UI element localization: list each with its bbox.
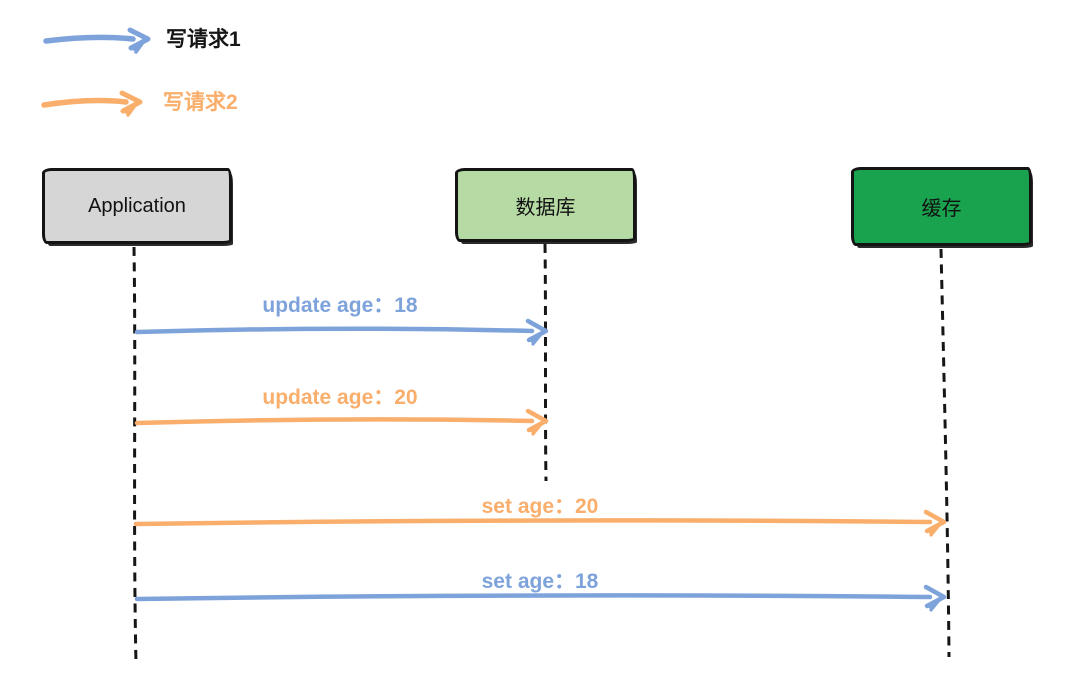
actor-box-application: Application bbox=[42, 168, 232, 244]
actor-label-application: Application bbox=[88, 194, 186, 217]
lifeline-application bbox=[132, 246, 138, 665]
message-arrow-set-age-18 bbox=[134, 584, 947, 612]
message-label-set-age-18: set age：18 bbox=[481, 570, 599, 593]
actor-label-cache: 缓存 bbox=[921, 198, 962, 220]
legend-arrow-write-request-2 bbox=[41, 90, 143, 117]
message-label-set-age-20: set age：20 bbox=[481, 495, 599, 518]
legend-label-write-request-1: 写请求1 bbox=[166, 28, 241, 51]
lifeline-cache bbox=[939, 248, 951, 658]
actor-box-cache: 缓存 bbox=[851, 167, 1032, 246]
actor-label-database: 数据库 bbox=[515, 196, 576, 219]
legend-label-write-request-2: 写请求2 bbox=[163, 91, 238, 114]
lifeline-database bbox=[543, 243, 548, 482]
actor-box-database: 数据库 bbox=[455, 168, 636, 242]
legend-arrow-write-request-1 bbox=[43, 27, 151, 54]
message-label-update-age-20: update age：20 bbox=[262, 386, 418, 409]
lifelines bbox=[132, 243, 951, 665]
message-arrow-set-age-20 bbox=[133, 509, 947, 537]
message-arrow-update-age-20 bbox=[134, 408, 549, 436]
message-label-update-age-18: update age：18 bbox=[262, 294, 418, 317]
message-arrow-update-age-18 bbox=[134, 318, 549, 346]
